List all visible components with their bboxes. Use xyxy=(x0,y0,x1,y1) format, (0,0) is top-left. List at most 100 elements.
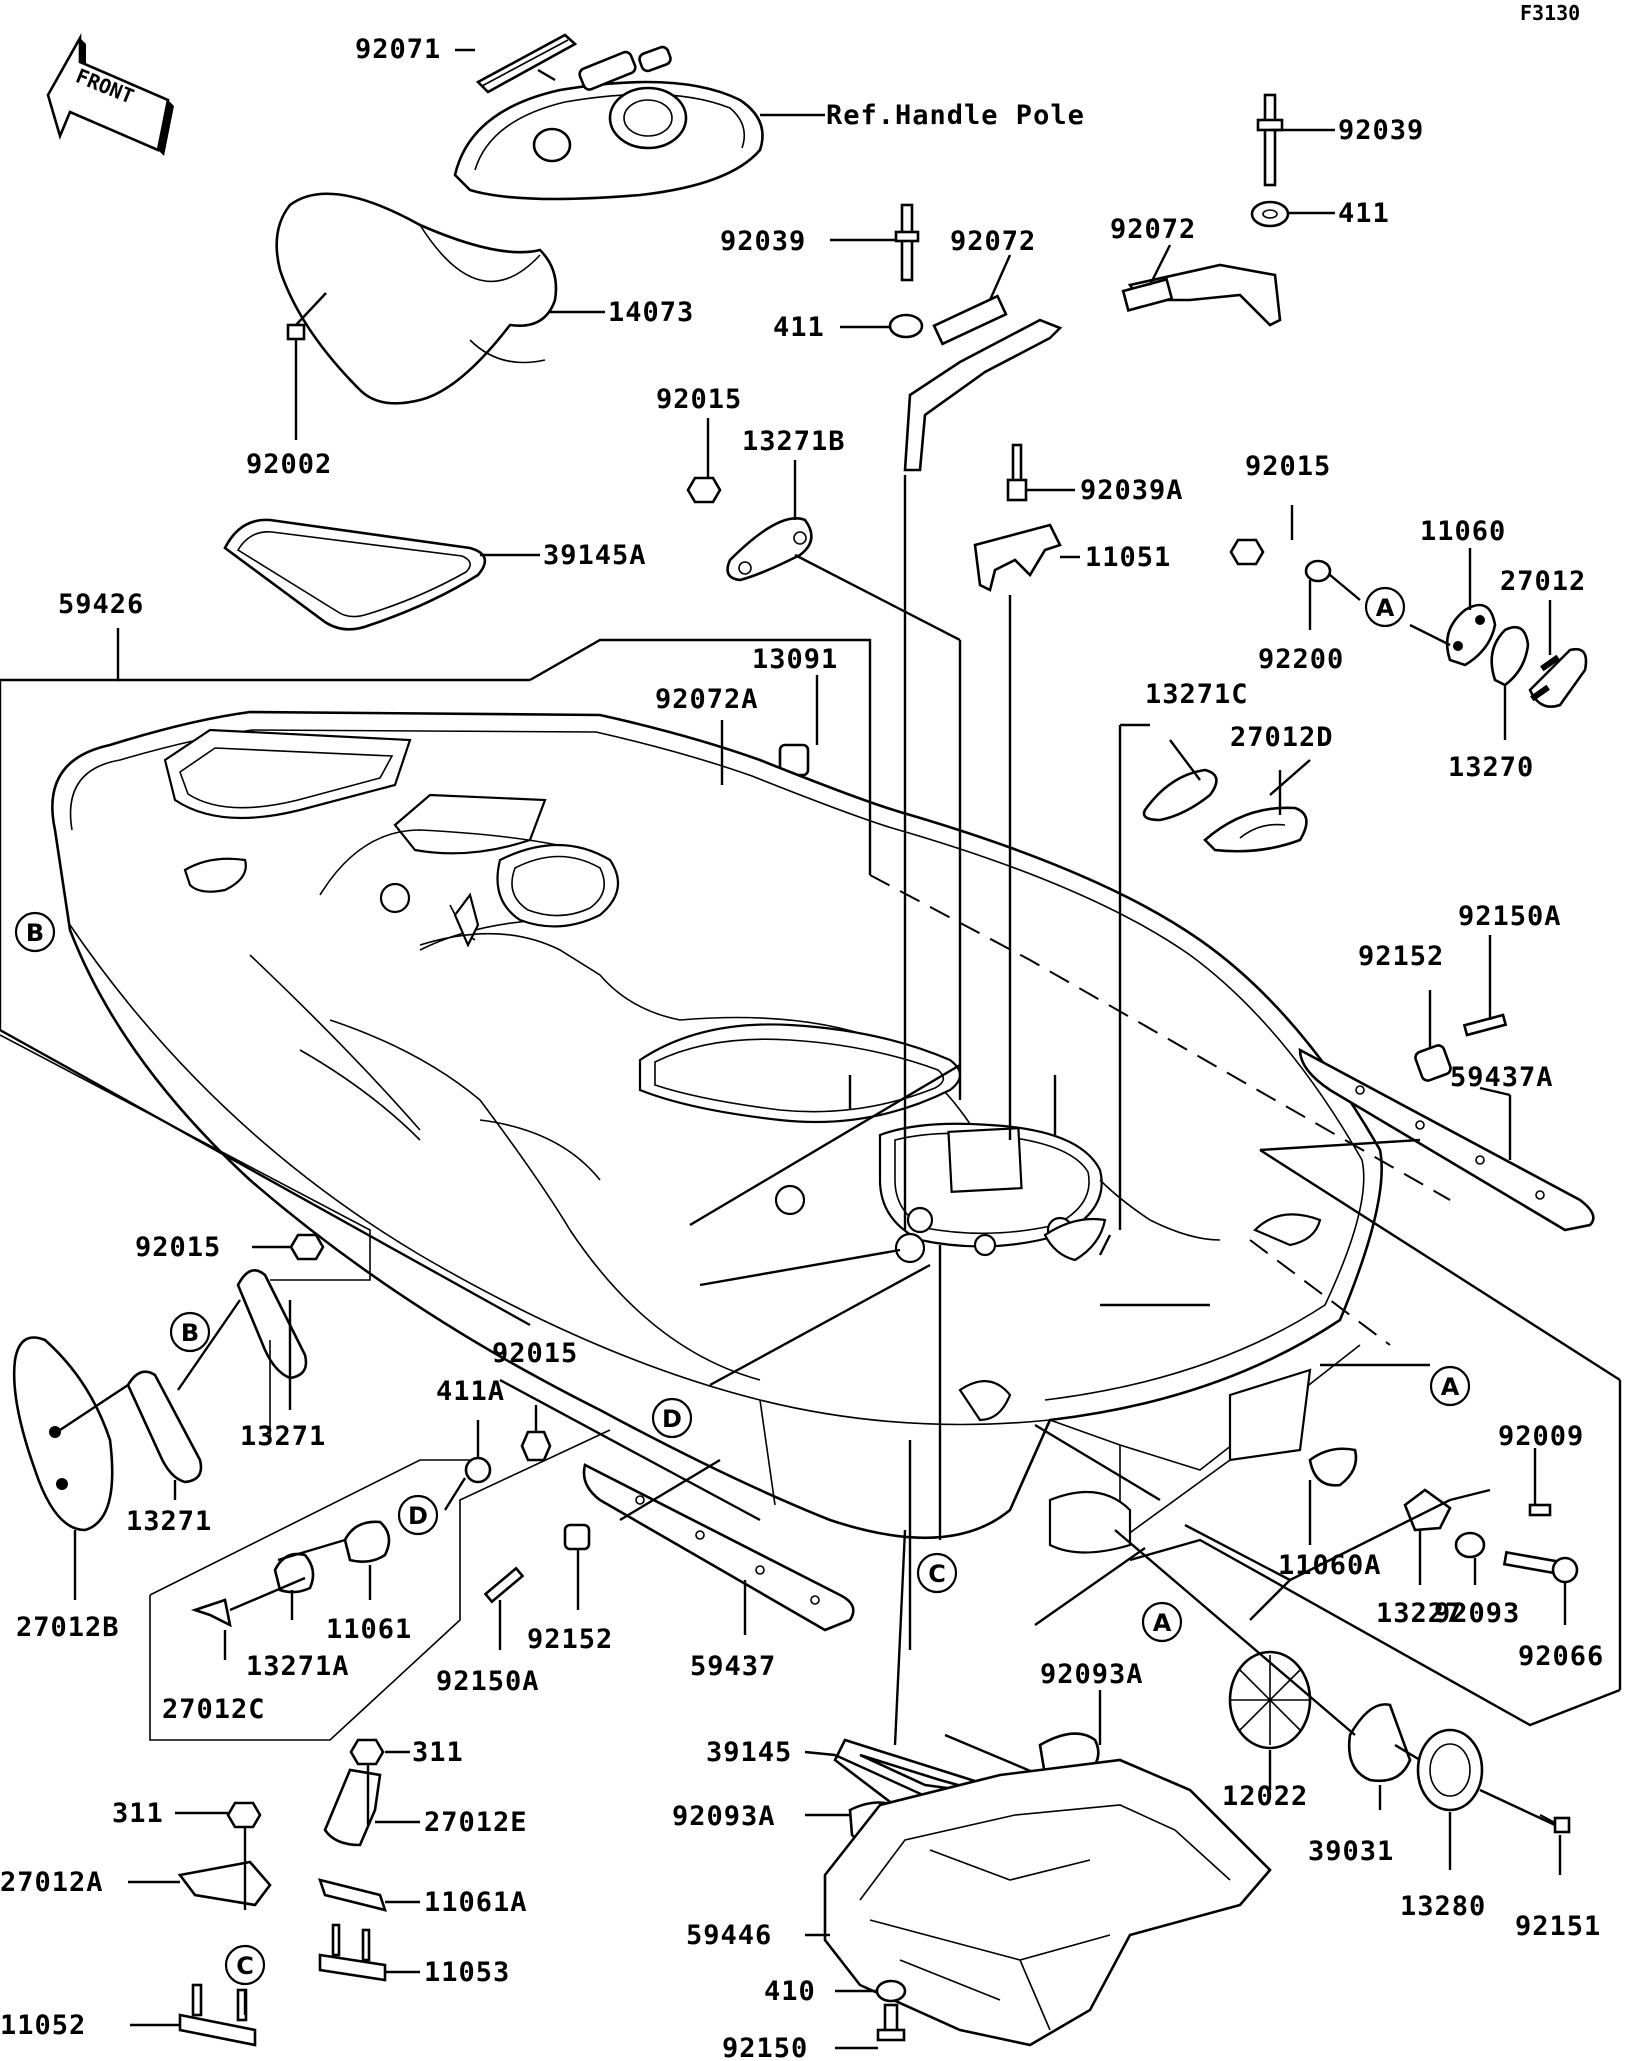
marker-B-cluster: B xyxy=(169,1311,211,1353)
callout-label: 27012 xyxy=(1500,566,1586,597)
clip-27012C xyxy=(190,1598,232,1628)
bolt-92039A xyxy=(1006,443,1028,502)
marker-D-hull: D xyxy=(651,1397,693,1439)
callout-label: 92093A xyxy=(1040,1659,1144,1690)
vent-39031 xyxy=(1347,1703,1412,1783)
group-frames xyxy=(0,475,1622,1827)
callout-label: 13270 xyxy=(1448,752,1534,783)
callout-label: 92066 xyxy=(1518,1641,1604,1672)
handle-pole-housing xyxy=(453,45,764,201)
svg-text:A: A xyxy=(1153,1609,1172,1637)
callout-label: 92071 xyxy=(355,34,441,65)
callout-label: 92200 xyxy=(1258,644,1344,675)
marker-A-lower: A xyxy=(1141,1601,1183,1643)
plate-13271-lower xyxy=(126,1370,203,1484)
callout-label: 311 xyxy=(112,1798,164,1829)
callout-label: 92015 xyxy=(1245,451,1331,482)
callout-label: 27012D xyxy=(1230,722,1334,753)
callout-label: 410 xyxy=(764,1976,816,2007)
callout-label: 11061 xyxy=(326,1614,412,1645)
bolt-92150A-left xyxy=(483,1566,525,1604)
callout-label: 27012A xyxy=(0,1867,104,1898)
callout-label: 92093 xyxy=(1434,1598,1520,1629)
marker-B-left: B xyxy=(14,911,56,953)
callout-label: 13271A xyxy=(246,1651,350,1682)
callout-label: 11060 xyxy=(1420,516,1506,547)
bracket-92072-left xyxy=(903,294,1063,472)
callout-label: 92152 xyxy=(1358,941,1444,972)
callout-label: 27012E xyxy=(424,1807,528,1838)
callout-label: 11061A xyxy=(424,1887,528,1918)
callout-labels: Ref.Handle Pole 92071 92039 411 92039 92… xyxy=(0,34,1604,2061)
callout-label: 13271 xyxy=(126,1506,212,1537)
washer-92200 xyxy=(1304,559,1332,583)
callout-label: 12022 xyxy=(1222,1781,1308,1812)
nut-92015-left xyxy=(289,1233,325,1261)
callout-label: 13227 xyxy=(1376,1598,1462,1629)
callout-label: 92150 xyxy=(722,2033,808,2061)
gasket-13270 xyxy=(1490,625,1530,687)
washer-411-right xyxy=(1250,200,1290,228)
callout-label: 411 xyxy=(773,312,825,343)
nut-311-left xyxy=(226,1801,262,1829)
callout-label: 92150A xyxy=(436,1666,540,1697)
marker-A-top: A xyxy=(1364,586,1406,628)
cover-12022 xyxy=(1228,1650,1312,1750)
callout-label: 39145 xyxy=(706,1737,792,1768)
screw-92151 xyxy=(1553,1816,1571,1834)
callout-label: 59437 xyxy=(690,1651,776,1682)
grip-strip-92071 xyxy=(475,33,578,94)
callout-label: 411 xyxy=(1338,198,1390,229)
callout-label: 92002 xyxy=(246,449,332,480)
callout-label: 11051 xyxy=(1085,542,1171,573)
plate-11061 xyxy=(343,1520,391,1563)
callout-label: 59426 xyxy=(58,589,144,620)
svg-text:B: B xyxy=(181,1319,199,1347)
screw-92002 xyxy=(286,292,327,341)
callout-label: 92039 xyxy=(720,226,806,257)
marker-C-lower: C xyxy=(224,1944,266,1986)
hull-deck-59426 xyxy=(51,710,1383,1554)
svg-text:D: D xyxy=(408,1502,428,1530)
screw-92009 xyxy=(1528,1503,1552,1517)
callout-label: 13280 xyxy=(1400,1891,1486,1922)
ref-handle-pole-label: Ref.Handle Pole xyxy=(826,100,1085,131)
drain-92066 xyxy=(1502,1550,1579,1584)
plate-11053 xyxy=(318,1923,387,1982)
plate-11061A xyxy=(318,1878,387,1912)
callout-label: 59446 xyxy=(686,1920,772,1951)
markers: A B A B D D C A xyxy=(14,586,1471,1986)
washer-411-mid xyxy=(888,313,924,339)
collar-92152-left xyxy=(563,1523,591,1551)
bolt-92039-right xyxy=(1256,93,1284,187)
bolt-92150A-right xyxy=(1462,1013,1508,1037)
callout-label: 92039A xyxy=(1080,475,1184,506)
callout-label: 27012C xyxy=(162,1694,266,1725)
plate-11060A xyxy=(1308,1447,1358,1487)
bracket-27012A xyxy=(177,1860,272,1907)
collar-92152-right xyxy=(1414,1044,1452,1082)
callout-label: 59437A xyxy=(1450,1062,1554,1093)
cleat-27012D xyxy=(1203,806,1308,853)
washer-92093 xyxy=(1454,1531,1486,1559)
figure-code: F3130 xyxy=(1520,1,1580,25)
callout-label: 92072 xyxy=(1110,214,1196,245)
hatch-cover-27012B xyxy=(12,1336,114,1532)
nut-92015-upper xyxy=(686,476,722,504)
callout-label: 92072A xyxy=(655,684,759,715)
callout-label: 11060A xyxy=(1278,1550,1382,1581)
callout-label: 92009 xyxy=(1498,1421,1584,1452)
nut-311-right xyxy=(349,1738,385,1766)
callout-label: 92015 xyxy=(656,384,742,415)
rail-59437A xyxy=(1298,1047,1595,1232)
nut-92015-dgroup xyxy=(520,1430,552,1462)
svg-text:B: B xyxy=(26,919,44,947)
plate-13271-upper xyxy=(236,1269,308,1380)
callout-label: 92093A xyxy=(672,1801,776,1832)
bolt-92039-mid xyxy=(894,203,920,282)
bracket-27012E xyxy=(323,1768,382,1847)
cap-13280 xyxy=(1416,1728,1484,1812)
washer-410 xyxy=(875,1979,907,2003)
callout-label: 13091 xyxy=(752,644,838,675)
